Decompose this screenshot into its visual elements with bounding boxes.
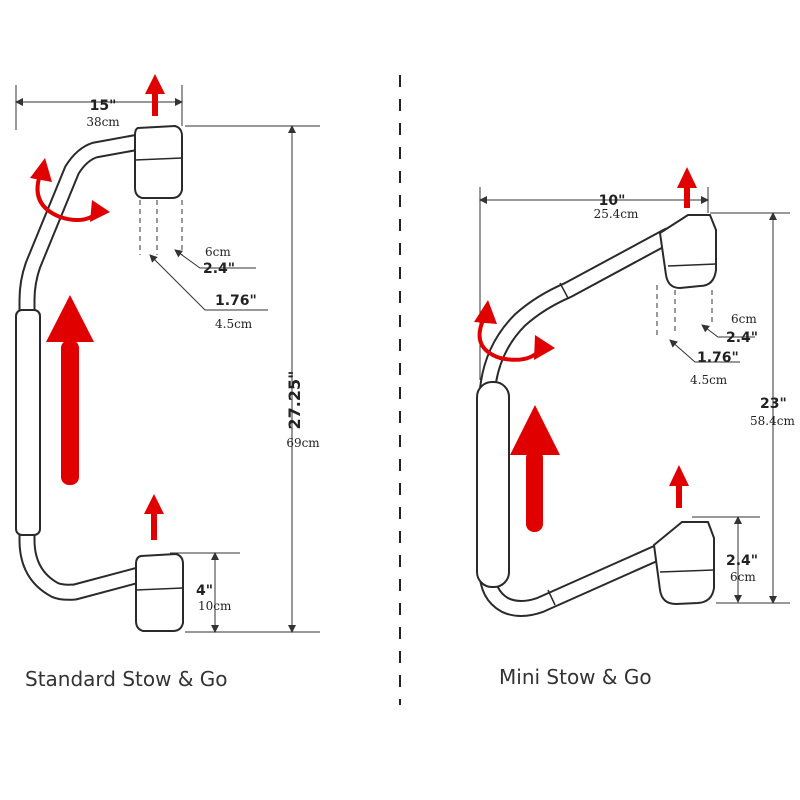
mini-width-cm-label: 25.4cm [594,207,639,221]
mini-offset-dimension [656,285,755,363]
mini-bottom-inch-label: 2.4" [726,553,758,569]
standard-offset-inch-label: 2.4" [203,261,235,277]
standard-width-inch-label: 15" [90,98,117,114]
standard-offset-dimension [139,200,268,311]
standard-top-mount [134,125,183,199]
mini-caption: Mini Stow & Go [499,665,652,689]
standard-grip [15,309,41,536]
mini-width-inch-label: 10" [599,193,626,209]
standard-caption: Standard Stow & Go [25,667,228,691]
standard-depth-inch-label: 1.76" [215,293,257,309]
mini-depth-cm-label: 4.5cm [690,373,728,387]
standard-top-up-arrow [145,74,165,116]
mini-offset-cm-label: 6cm [731,312,757,326]
mini-handle-drawing [476,214,717,617]
standard-handle-drawing [15,125,184,632]
standard-width-cm-label: 38cm [86,115,120,129]
mini-height-dimension [710,212,790,604]
standard-depth-cm-label: 4.5cm [215,317,253,331]
mini-depth-inch-label: 1.76" [697,350,739,366]
mini-bottom-dimension [692,516,760,603]
standard-height-dimension [185,125,320,633]
mini-bottom-mount [653,521,715,605]
standard-bottom-mount [135,553,184,632]
mini-rotate-arrow [474,300,555,362]
mini-width-dimension [479,187,709,380]
mini-height-inch-label: 23" [760,396,787,412]
standard-bottom-dimension [170,552,240,633]
standard-offset-cm-label: 6cm [205,245,231,259]
mini-offset-inch-label: 2.4" [726,330,758,346]
standard-height-cm-label: 69cm [286,436,320,450]
standard-height-inch-label: 27.25" [285,371,304,430]
mini-bottom-cm-label: 6cm [730,570,756,584]
mini-lift-arrow [510,405,560,532]
standard-bottom-cm-label: 10cm [198,599,232,613]
standard-bottom-up-arrow [144,494,164,540]
mini-bottom-up-arrow [669,465,689,508]
standard-bottom-inch-label: 4" [196,583,213,599]
standard-rotate-arrow [30,158,110,223]
mini-height-cm-label: 58.4cm [750,414,795,428]
standard-lift-arrow [46,295,94,485]
mini-grip [476,381,510,588]
mini-top-mount [659,214,717,289]
mini-top-up-arrow [677,167,697,208]
